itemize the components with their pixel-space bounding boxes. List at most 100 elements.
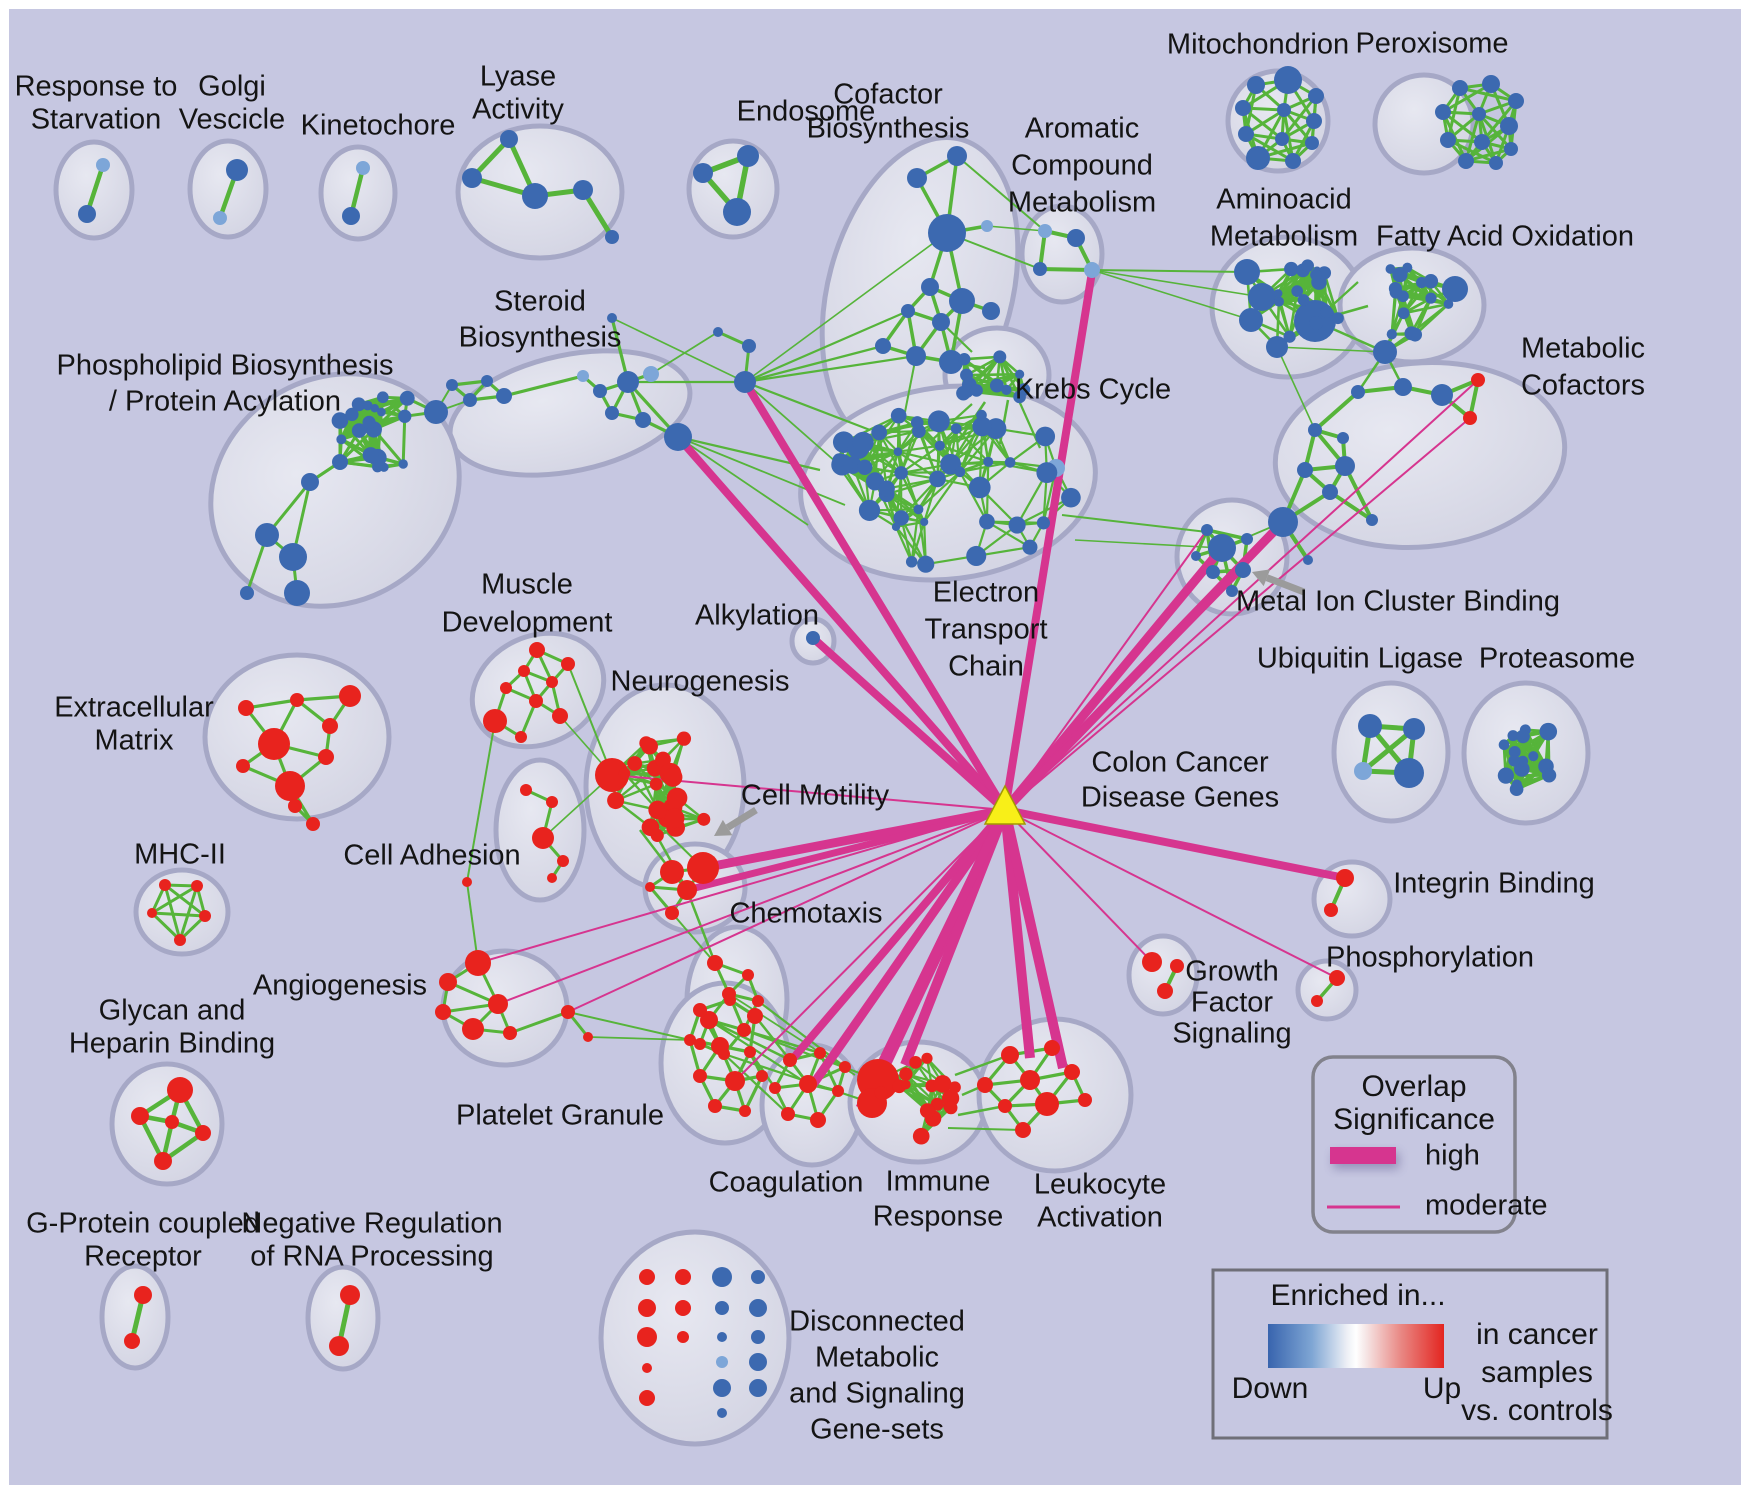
gene-node-muscle (500, 682, 512, 694)
gene-node-phosphorylation (1311, 995, 1323, 1007)
gene-node-aminoacid (1239, 308, 1263, 332)
gene-node-etc (1036, 462, 1057, 483)
gene-node-cofactor-biosynthesis (907, 168, 927, 188)
gene-node-golgi-vescicle (213, 211, 227, 225)
gene-node-metcof-trail (1351, 385, 1365, 399)
gene-node-coagulation (769, 1082, 781, 1094)
gene-node-fatty-acid (1402, 263, 1412, 273)
gene-node-cofactor-biosynthesis (982, 302, 1000, 320)
gene-node-leukocyte (977, 1077, 993, 1093)
gene-node-fatty-acid (1408, 328, 1422, 342)
gene-node-disconnected (642, 1363, 652, 1373)
gene-node-mitochondrion (1285, 153, 1301, 169)
label-negreg: of RNA Processing (250, 1241, 493, 1273)
gene-node-glycan (131, 1107, 149, 1125)
label-peroxisome: Peroxisome (1355, 28, 1508, 60)
gene-node-disconnected (675, 1269, 691, 1285)
gene-node-etc (1005, 457, 1016, 468)
label-immune: Response (873, 1201, 1004, 1233)
label-glycan: Heparin Binding (69, 1028, 275, 1060)
gene-node-cofactor-biosynthesis (921, 278, 939, 296)
gene-node-gprotein (134, 1286, 152, 1304)
gene-node-disconnected (638, 1299, 656, 1317)
gene-node-muscle (518, 665, 530, 677)
gene-node-aminoacid (1320, 306, 1332, 318)
gene-node-aminoacid (1274, 289, 1283, 298)
gene-node-lyase-activity (522, 183, 548, 209)
gene-node-mitochondrion (1235, 100, 1251, 116)
gene-node-etc (832, 453, 846, 467)
label-colon-cancer: Disease Genes (1081, 782, 1279, 814)
gene-node-cofactor-biosynthesis (981, 220, 993, 232)
label-colon-cancer: Colon Cancer (1091, 747, 1269, 779)
gene-node-cell-adhesion (547, 873, 557, 883)
gene-node-mhc2 (147, 908, 157, 918)
gene-node-coagulation (799, 1075, 817, 1093)
legend-note: in cancer (1476, 1318, 1598, 1351)
gene-node-aminoacid (1298, 294, 1310, 306)
gene-node-mhc2 (174, 934, 186, 946)
label-etc: Chain (948, 651, 1024, 683)
gene-node-coagulation (814, 1047, 826, 1059)
legend-down-label: Down (1232, 1372, 1309, 1405)
gene-node-neurogenesis (648, 801, 667, 820)
label-neurogenesis: Neurogenesis (611, 666, 790, 698)
gene-node-aminoacid (1310, 269, 1322, 281)
gene-node-ecm (288, 799, 302, 813)
gene-node-aminoacid (1274, 296, 1284, 306)
gene-node-ecm (322, 718, 338, 734)
gene-node-ubiquitin (1358, 714, 1382, 738)
gene-node-immune (913, 1128, 930, 1145)
gene-node-platelet (693, 1069, 707, 1083)
gene-node-steroid (446, 379, 458, 391)
gene-node-glycan (167, 1077, 193, 1103)
gene-node-etc (955, 467, 965, 477)
label-phospholipid: Phospholipid Biosynthesis (57, 350, 394, 382)
label-alkylation: Alkylation (695, 600, 819, 632)
gene-node-disconnected (639, 1390, 655, 1406)
label-cell-adhesion: Cell Adhesion (343, 840, 520, 872)
gene-node-leukocyte (1044, 1040, 1060, 1056)
label-mhc2: MHC-II (134, 839, 226, 871)
gene-node-aromatic (1084, 262, 1100, 278)
gene-node-proteasome (1512, 780, 1522, 790)
gene-node-proteasome (1498, 768, 1514, 784)
gene-node-cofactor-biosynthesis (928, 214, 966, 252)
gene-node-steroid (481, 375, 493, 387)
legend-note: samples (1481, 1356, 1593, 1389)
label-ecm: Matrix (95, 725, 174, 757)
gene-node-gfs (1170, 959, 1184, 973)
gene-node-immune (875, 1086, 888, 1099)
gene-node-angiogenesis (435, 1004, 451, 1020)
label-ecm: Extracellular (54, 692, 214, 724)
gene-node-angiogenesis (561, 1005, 575, 1019)
gene-node-peroxisome (1458, 153, 1474, 169)
gene-node-cell-motility (665, 906, 679, 920)
label-gfs: Signaling (1172, 1018, 1291, 1050)
label-muscle: Development (442, 607, 613, 639)
gene-node-etc (917, 556, 934, 573)
gene-node-endosome (693, 163, 713, 183)
legend-moderate-label: moderate (1425, 1190, 1548, 1222)
gene-node-glycan (195, 1125, 211, 1141)
gene-node-etc (894, 447, 903, 456)
gene-node-metal-ion (1241, 533, 1253, 545)
cluster-ellipse-gprotein (102, 1266, 168, 1368)
label-cofactor-biosynthesis: Cofactor (833, 79, 943, 111)
gene-node-fatty-acid (1444, 299, 1454, 309)
gene-node-platelet (744, 1046, 756, 1058)
gene-node-metcof-trail (1297, 462, 1313, 478)
label-aminoacid: Aminoacid (1216, 184, 1351, 216)
gene-node-steroid (463, 393, 477, 407)
gene-node-lyase-activity (605, 230, 619, 244)
gene-node-etc (983, 457, 993, 467)
gene-node-immune (899, 1067, 912, 1080)
gene-node-kinetochore (342, 207, 360, 225)
gene-node-etc (852, 432, 873, 453)
label-disconnected: Gene-sets (810, 1414, 944, 1446)
gene-node-etc (920, 518, 928, 526)
label-leukocyte: Leukocyte (1034, 1169, 1166, 1201)
gene-node-fatty-acid (1387, 329, 1397, 339)
label-leukocyte: Activation (1037, 1202, 1163, 1234)
gene-node-fatty-acid (1389, 282, 1402, 295)
